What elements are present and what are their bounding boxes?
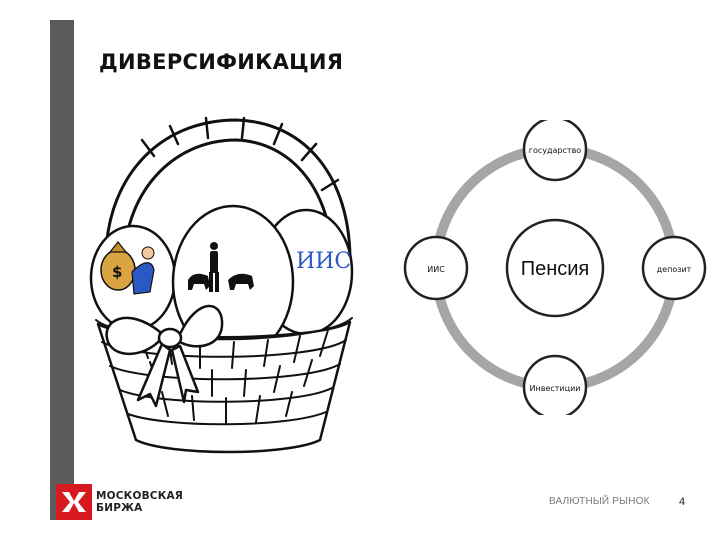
svg-text:$: $ [112, 263, 122, 281]
cycle-node-bottom [522, 354, 588, 415]
cycle-node-left [403, 235, 469, 301]
cycle-center-node [505, 218, 605, 318]
moex-logo-icon [56, 484, 92, 520]
cycle-top-label: государство [529, 146, 582, 155]
cycle-node-top [522, 120, 588, 182]
moex-logo-text: МОСКОВСКАЯ БИРЖА [96, 490, 183, 514]
slide-title: ДИВЕРСИФИКАЦИЯ [99, 50, 344, 74]
cycle-left-label: ИИС [427, 265, 445, 274]
footer-section-label: ВАЛЮТНЫЙ РЫНОК [549, 496, 650, 507]
page-number: 4 [679, 496, 686, 508]
cycle-right-label: депозит [657, 265, 692, 274]
cycle-center-label: Пенсия [521, 258, 590, 280]
egg-iis-label: ИИС [296, 249, 351, 274]
logo-line-2: БИРЖА [96, 502, 143, 514]
cycle-bottom-label: Инвестиции [530, 384, 581, 393]
pension-cycle-diagram: Пенсия государство депозит Инвестиции ИИ… [403, 120, 707, 415]
easter-basket-illustration: $ ИИС [89, 116, 354, 454]
logo-line-1: МОСКОВСКАЯ [96, 490, 184, 502]
left-sidebar-bar [50, 20, 74, 520]
cycle-node-right [641, 235, 707, 301]
money-bag-icon: $ [100, 241, 155, 295]
bull-bear-silhouettes-icon [188, 242, 254, 292]
